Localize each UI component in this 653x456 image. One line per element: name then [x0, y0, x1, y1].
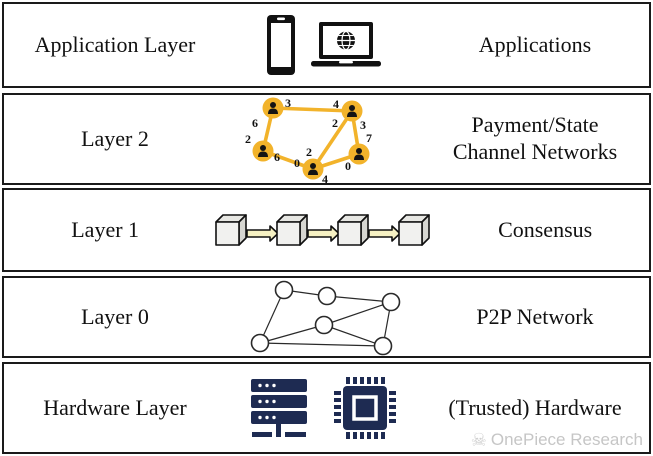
layer-2-label: Layer 2 — [81, 126, 149, 151]
application-layer-label: Application Layer — [34, 32, 196, 57]
payment-state-channel-label: Payment/State Channel Networks — [452, 112, 618, 164]
user-node-icon — [348, 143, 369, 165]
hardware-layer-label: Hardware Layer — [43, 395, 187, 420]
svg-text:3: 3 — [285, 96, 291, 110]
user-node-icon — [341, 100, 362, 122]
smartphone-icon — [266, 15, 295, 75]
layer-1-label: Layer 1 — [71, 217, 140, 242]
block-cube-icon — [337, 214, 370, 246]
applications-label: Applications — [478, 31, 592, 57]
watermark: ☠ OnePiece Research — [471, 430, 643, 450]
svg-text:3: 3 — [360, 118, 366, 132]
svg-text:4: 4 — [333, 97, 339, 111]
globe-icon — [336, 30, 355, 51]
p2p-nodes — [250, 280, 400, 356]
block-cube-icon — [276, 214, 309, 246]
arrow-right-icon — [307, 225, 341, 242]
peer-node-icon — [317, 286, 336, 306]
p2p-network-graph — [250, 280, 400, 356]
svg-text:6: 6 — [274, 150, 280, 164]
svg-text:0: 0 — [345, 159, 351, 173]
channel-balance-labels: 3 4 6 2 6 0 2 2 3 7 4 0 — [245, 96, 372, 186]
row-layer-1: Layer 1 — [2, 188, 651, 272]
trusted-hardware-label: (Trusted) Hardware — [448, 394, 622, 420]
row-layer-0: Layer 0 — [2, 276, 651, 358]
svg-text:6: 6 — [252, 116, 258, 130]
user-node-icon — [252, 140, 273, 162]
svg-text:0: 0 — [294, 156, 300, 170]
peer-node-icon — [381, 292, 400, 312]
chip-icon — [333, 377, 396, 439]
user-node-icon — [302, 158, 323, 180]
svg-text:4: 4 — [322, 172, 328, 186]
user-node-icon — [262, 97, 283, 119]
application-layer-icons — [226, 14, 421, 76]
peer-node-icon — [373, 336, 392, 356]
arrow-right-icon — [246, 225, 280, 242]
blockchain-chain-icon — [215, 214, 431, 246]
block-cube-icon — [398, 214, 431, 246]
consensus-label: Consensus — [498, 216, 593, 242]
svg-text:2: 2 — [332, 116, 338, 130]
arrow-right-icon — [368, 225, 402, 242]
svg-text:2: 2 — [306, 145, 312, 159]
peer-node-icon — [250, 333, 269, 353]
peer-node-icon — [314, 315, 333, 335]
layer-0-label: Layer 0 — [81, 304, 149, 329]
jolly-roger-icon: ☠ — [470, 430, 487, 450]
block-cube-icon — [215, 214, 248, 246]
p2p-network-label: P2P Network — [476, 303, 594, 329]
server-icon — [250, 379, 307, 437]
row-hardware-layer: Hardware Layer — [2, 362, 651, 454]
svg-text:7: 7 — [366, 131, 372, 145]
svg-text:2: 2 — [245, 132, 251, 146]
row-layer-2: Layer 2 — [2, 93, 651, 186]
channel-nodes — [252, 97, 369, 180]
watermark-text: OnePiece Research — [490, 430, 643, 449]
laptop-icon — [310, 22, 381, 67]
row-application-layer: Application Layer Appl — [2, 2, 651, 88]
payment-channel-graph: 3 4 6 2 6 0 2 2 3 7 4 0 — [245, 96, 372, 186]
peer-node-icon — [274, 280, 293, 300]
